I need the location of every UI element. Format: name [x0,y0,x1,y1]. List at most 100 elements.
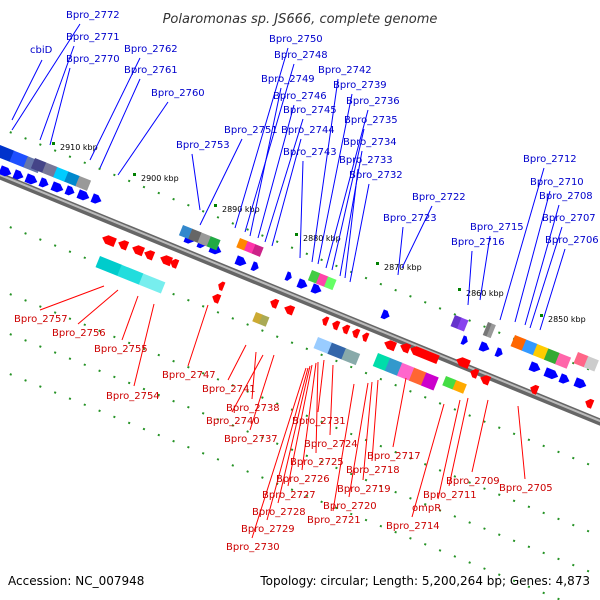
forward-gene-label: Bpro_2734 [343,137,397,148]
reverse-gene-label: Bpro_2727 [262,490,316,501]
arrow-shape [212,293,222,304]
forward-leader-line [244,63,295,233]
forward-gene-arrow [24,173,38,185]
reverse-leader-line [348,382,369,498]
reverse-leader-line [371,379,379,462]
reverse-gene-arrow [456,357,471,369]
forward-leader-line [191,153,201,211]
arrow-shape [144,250,156,261]
gene-block [482,322,493,337]
reverse-gene-arrow [480,375,492,386]
gene-cluster [313,337,361,366]
leader-lines [11,23,566,539]
reverse-gene-label: Bpro_2728 [252,507,306,518]
gene-block [197,232,212,247]
gene-labels: Bpro_2772Bpro_2771cbiDBpro_2770Bpro_2762… [14,10,599,553]
reverse-leader-line [332,383,355,512]
forward-gene-arrow [478,341,490,352]
reverse-leader-line [249,354,275,431]
forward-gene-label: cbiD [30,45,53,56]
reverse-gene-label: Bpro_2709 [446,476,500,487]
forward-gene-label: Bpro_2708 [539,191,593,202]
forward-gene-label: Bpro_2706 [545,235,599,246]
gene-cluster [482,322,496,339]
reverse-gene-label: Bpro_2731 [292,416,346,427]
forward-gene-arrow [234,255,247,266]
gene-block [341,348,361,366]
reverse-leader-line [227,344,247,381]
forward-leader-line [299,160,304,259]
gene-block [75,175,92,191]
forward-leader-line [499,167,545,321]
reverse-gene-arrow [212,293,222,304]
reverse-gene-arrow [118,240,130,251]
forward-gene-arrow [64,185,75,196]
arrow-shape [12,169,24,180]
arrow-shape [410,346,440,364]
arrow-shape [64,185,75,196]
reverse-gene-label: Bpro_2747 [162,370,216,381]
reverse-gene-arrow [342,324,351,335]
gene-cluster [450,315,469,332]
reverse-gene-label: Bpro_2737 [224,434,278,445]
forward-gene-arrow [460,335,468,345]
reverse-leader-line [287,364,313,487]
forward-leader-line [89,57,141,161]
gene-block [456,317,469,332]
forward-leader-line [234,47,289,229]
forward-leader-line [397,226,404,276]
arrow-shape [284,305,296,316]
reverse-gene-arrow [270,298,280,309]
reverse-gene-label: Bpro_2730 [226,542,280,553]
tick-label: 2860 kbp [466,289,504,298]
gene-block [0,145,15,162]
tick-mark [458,288,461,291]
forward-gene-label: Bpro_2762 [124,44,178,55]
gene-block [117,264,144,285]
reverse-leader-line [448,397,469,487]
forward-leader-line [401,205,433,269]
tick-label: 2900 kbp [141,174,179,183]
reverse-leader-line [231,354,264,413]
reverse-gene-label: Bpro_2740 [206,416,260,427]
reverse-gene-arrow [284,305,296,316]
forward-leader-line [325,109,369,269]
reverse-gene-label: Bpro_2755 [94,344,148,355]
gene-block [42,162,58,178]
gene-block [555,352,572,369]
reverse-gene-arrow [322,316,330,326]
reverse-gene-label: Bpro_2720 [323,501,377,512]
gene-block [450,315,462,329]
forward-leader-line [257,104,295,239]
reverse-gene-arrow [530,384,540,395]
forward-leader-line [311,78,339,263]
tick-mark [133,173,136,176]
forward-gene-arrow [573,377,587,389]
forward-gene-label: Bpro_2744 [281,125,335,136]
forward-leader-line [264,118,304,243]
reverse-gene-label: Bpro_2705 [499,483,553,494]
gene-block [327,342,347,360]
gene-block [178,224,193,240]
forward-leader-line [271,138,302,247]
genome-stats-text: Topology: circular; Length: 5,200,264 bp… [260,574,590,588]
forward-gene-label: Bpro_2732 [349,170,403,181]
arrow-shape [480,375,492,386]
reverse-leader-line [277,365,311,504]
gene-block [9,150,29,168]
forward-gene-label: Bpro_2745 [283,105,337,116]
forward-gene-label: Bpro_2753 [176,140,230,151]
tick-row [0,328,600,578]
gene-block [384,357,403,376]
reverse-leader-line [437,399,461,500]
tick-mark [52,142,55,145]
gene-block [583,356,599,372]
forward-gene-arrow [284,271,292,281]
reverse-gene-arrow [160,255,173,267]
reverse-leader-line [315,361,319,454]
tick-mark [540,314,543,317]
reverse-gene-arrow [144,250,156,261]
arrow-shape [573,377,587,389]
